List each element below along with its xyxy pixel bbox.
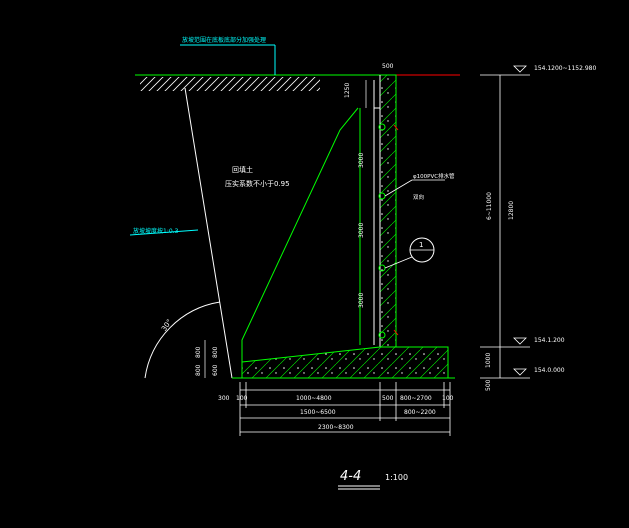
fill-note-line1: 回填土	[232, 165, 253, 174]
detail-ref: 1	[384, 237, 435, 269]
elev-top: 154.1200~1152.980	[534, 65, 596, 72]
dim-row2-b: 800~2200	[404, 409, 436, 416]
dim-row1-d: 800~2700	[400, 395, 432, 402]
spacing-2: 3000	[358, 223, 365, 238]
spacing-3: 3000	[358, 293, 365, 308]
left-dim-4: 600	[212, 364, 219, 376]
elev-bottom: 154.0.000	[534, 367, 565, 374]
slope-note: 放坡坡度按1:0.3	[133, 227, 179, 235]
wall-height: 12800	[508, 201, 515, 220]
bar-labels: φ100PVC排水管 双向	[384, 172, 455, 201]
top-width: 500	[382, 63, 394, 70]
top-depth: 1250	[344, 83, 351, 98]
spacing-1: 3000	[358, 153, 365, 168]
leader-note-top: 放坡范围在底板底部分加强处理	[182, 36, 266, 44]
stem-dims: 1250 3000 3000 3000 500	[344, 63, 394, 308]
detail-ref-label: 1	[419, 241, 423, 249]
base-slab	[232, 346, 455, 379]
dim-row1-b: 1000~4800	[296, 395, 332, 402]
fill-note: 回填土 压实系数不小于0.95	[225, 165, 290, 188]
left-dim-1: 800	[195, 346, 202, 358]
top-leader: 放坡范围在底板底部分加强处理	[180, 36, 276, 75]
elevations: 154.1200~1152.980 154.1.200 154.0.000 6~…	[480, 65, 596, 391]
bottom-right-dim: 500	[485, 379, 492, 391]
counterfort	[241, 107, 361, 362]
dim-row3: 2300~8300	[318, 424, 354, 431]
wall-height-range: 6~11000	[486, 192, 493, 220]
section-scale: 1:100	[385, 473, 408, 482]
section-title: 4-4	[340, 469, 361, 484]
base-thk: 1000	[485, 353, 492, 368]
left-dims: 800 800 800 600 300	[195, 340, 230, 402]
angle-label: 30°	[160, 318, 174, 333]
fill-note-line2: 压实系数不小于0.95	[225, 179, 290, 188]
ground	[135, 74, 460, 91]
angle-arc: 30°	[144, 301, 221, 379]
slope-line: 放坡坡度按1:0.3	[129, 87, 233, 379]
wall-stem	[373, 74, 397, 348]
bottom-dims: 100 1000~4800 500 800~2700 100 1500~6500…	[236, 382, 454, 436]
dim-row1-a: 100	[236, 395, 248, 402]
dim-row1-c: 500	[382, 395, 394, 402]
left-dim-2: 800	[195, 364, 202, 376]
elev-mid: 154.1.200	[534, 337, 565, 344]
section-title-block: 4-4 1:100	[338, 469, 408, 490]
left-dim-3: 800	[212, 346, 219, 358]
bar-label-1: φ100PVC排水管	[413, 172, 455, 180]
dim-row2-a: 1500~6500	[300, 409, 336, 416]
bar-label-2: 双向	[413, 193, 424, 201]
bottom-left-offset: 300	[218, 395, 230, 402]
dim-row1-e: 100	[442, 395, 454, 402]
